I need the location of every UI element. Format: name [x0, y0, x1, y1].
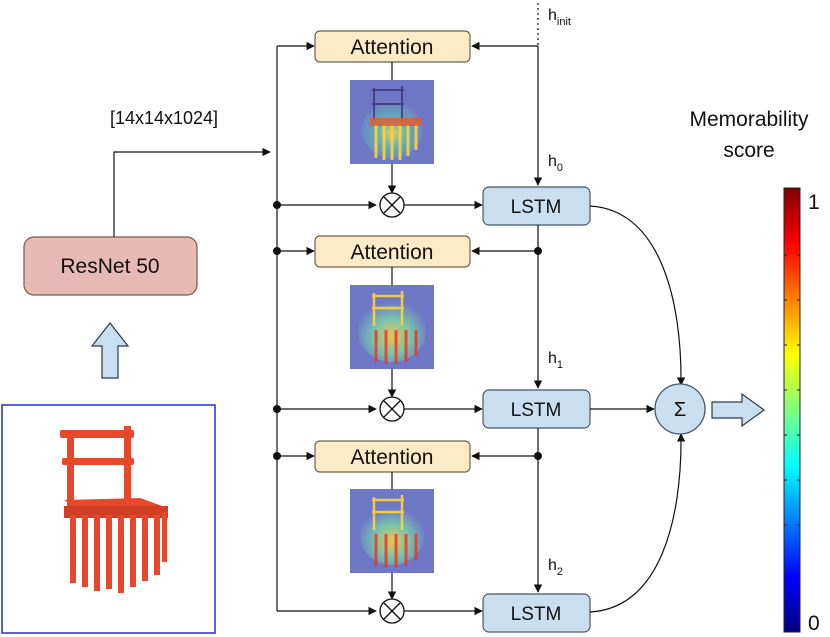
junction-dot — [273, 452, 281, 460]
h2-label: h2 — [548, 557, 563, 578]
colorbar-max-label: 1 — [808, 191, 820, 214]
lstm-block-3: LSTM — [482, 593, 591, 633]
chair-illustration — [60, 426, 168, 593]
junction-dot — [534, 452, 542, 460]
attention-block-1: Attention — [314, 30, 471, 63]
junction-dot — [273, 247, 281, 255]
feature-shape-label: [14x14x1024] — [110, 108, 218, 128]
resnet-block: ResNet 50 — [23, 236, 198, 296]
attention-label: Attention — [351, 241, 434, 264]
lstm3-to-sum — [589, 433, 686, 613]
attention-heatmap-3 — [350, 489, 434, 573]
product-node-2 — [379, 396, 405, 422]
input-image — [1, 404, 216, 634]
colorbar-min-label: 0 — [808, 612, 820, 635]
junction-dot — [534, 247, 542, 255]
lstm-block-1: LSTM — [482, 186, 591, 226]
resnet-label: ResNet 50 — [60, 255, 159, 278]
attention-block-2: Attention — [314, 235, 471, 268]
memorability-colorbar — [783, 187, 801, 633]
attention-heatmap-1 — [350, 80, 434, 164]
h-init-label: hinit — [548, 7, 571, 28]
attention-heatmap-2 — [350, 285, 434, 369]
h1-label: h1 — [548, 350, 563, 371]
colorbar-title-line2: score — [723, 139, 774, 162]
attention-block-3: Attention — [314, 440, 471, 473]
attention-label: Attention — [351, 36, 434, 59]
output-arrow-icon — [711, 392, 766, 428]
colorbar-title-line1: Memorability — [689, 108, 809, 131]
junction-dot — [273, 405, 281, 413]
lstm-label: LSTM — [511, 197, 562, 218]
lstm-label: LSTM — [511, 604, 562, 625]
junction-dot — [273, 201, 281, 209]
resnet-output-connector — [113, 147, 271, 237]
sum-symbol: Σ — [674, 399, 686, 421]
lstm1-to-sum — [589, 205, 686, 386]
product-node-1 — [379, 192, 405, 218]
sum-node: Σ — [654, 383, 706, 435]
product-node-3 — [379, 598, 405, 624]
lstm-label: LSTM — [511, 400, 562, 421]
lstm-block-2: LSTM — [482, 389, 591, 429]
attention-label: Attention — [351, 446, 434, 469]
h0-label: h0 — [548, 153, 563, 174]
up-arrow-icon — [90, 322, 130, 379]
